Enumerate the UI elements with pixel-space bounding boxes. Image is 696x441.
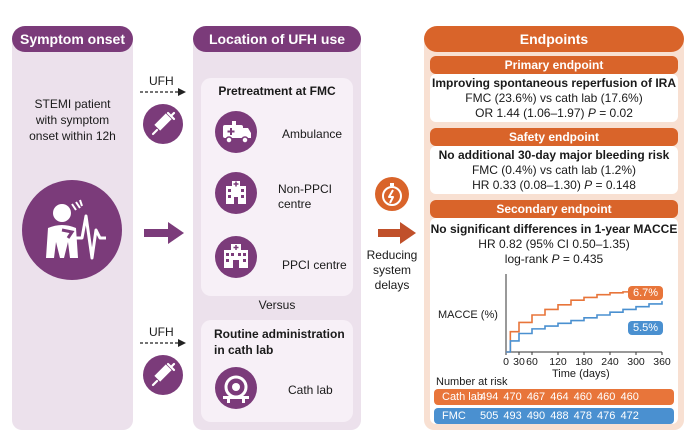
fmc-end-label: 5.5% <box>628 321 664 335</box>
symptom-onset-header: Symptom onset <box>12 26 133 52</box>
ppci-label: PPCI centre <box>282 258 347 272</box>
primary-p-symbol: P <box>587 106 596 120</box>
risk-row-label: FMC <box>442 410 466 422</box>
primary-endpoint-card: Primary endpoint Improving spontaneous r… <box>424 56 684 126</box>
hospital-non-ppci-icon <box>215 172 257 214</box>
x-axis-label-text: Time (days) <box>552 368 610 380</box>
risk-row-cath-lab: Cath lab 494 470 467 464 460 460 460 <box>434 389 674 405</box>
x-tick-label: 180 <box>575 356 593 368</box>
x-tick-label: 0 <box>503 356 509 368</box>
primary-endpoint-title: Primary endpoint <box>430 56 678 74</box>
secondary-endpoint-title: Secondary endpoint <box>430 200 678 218</box>
safety-hr: HR 0.33 (0.08–1.30) <box>472 178 585 192</box>
number-at-risk-label: Number at risk <box>436 376 508 388</box>
syringe-icon-bottom <box>143 355 183 395</box>
ambulance-label: Ambulance <box>282 127 343 141</box>
endpoints-header: Endpoints <box>424 26 684 52</box>
cath-lab-icon <box>215 367 257 409</box>
secondary-line2: HR 0.82 (95% CI 0.50–1.35) <box>478 237 630 251</box>
primary-line2: FMC (23.6%) vs cath lab (17.6%) <box>465 91 643 105</box>
stopwatch-icon <box>375 177 409 211</box>
cath-lab-end-label: 6.7% <box>628 286 664 300</box>
primary-line3: OR 1.44 (1.06–1.97) P = 0.02 <box>424 106 684 121</box>
safety-line3: HR 0.33 (0.08–1.30) P = 0.148 <box>424 178 684 193</box>
non-ppci-label: Non-PPCI centre <box>278 182 333 211</box>
dashed-arrow-top <box>140 88 186 96</box>
risk-row-values: 494 470 467 464 460 460 460 <box>480 391 639 403</box>
stemi-description: STEMI patient with symptom onset within … <box>29 97 116 143</box>
x-tick-label: 360 <box>653 356 671 368</box>
series-line-fmc <box>506 301 663 353</box>
x-tick-label: 60 <box>526 356 538 368</box>
secondary-p-value: = 0.435 <box>559 252 604 266</box>
x-tick-label: 30 <box>513 356 525 368</box>
main-arrow-right <box>378 222 416 244</box>
secondary-line3: log-rank P = 0.435 <box>424 252 684 267</box>
pretreatment-title: Pretreatment at FMC <box>218 84 336 98</box>
secondary-logrank: log-rank <box>504 252 552 266</box>
safety-endpoint-body <box>430 146 678 194</box>
secondary-line1: No significant differences in 1-year MAC… <box>430 222 678 236</box>
x-tick-label: 120 <box>549 356 567 368</box>
ufh-label-top: UFH <box>149 74 174 88</box>
primary-p-value: = 0.02 <box>595 106 633 120</box>
ufh-label-bottom: UFH <box>149 325 174 339</box>
x-tick-label: 240 <box>601 356 619 368</box>
cath-lab-label: Cath lab <box>288 383 333 397</box>
syringe-icon-top <box>143 104 183 144</box>
risk-row-label: Cath lab <box>442 391 483 403</box>
hospital-ppci-icon <box>215 236 257 278</box>
ambulance-icon <box>215 111 257 153</box>
safety-p-value: = 0.148 <box>592 178 636 192</box>
secondary-p-symbol: P <box>551 252 560 266</box>
risk-row-fmc: FMC 505 493 490 488 478 476 472 <box>434 408 674 424</box>
location-header: Location of UFH use <box>193 26 361 52</box>
dashed-arrow-bottom <box>140 339 186 347</box>
routine-title: Routine administration in cath lab <box>214 327 345 357</box>
safety-line2: FMC (0.4%) vs cath lab (1.2%) <box>471 163 637 177</box>
safety-line1: No additional 30-day major bleeding risk <box>438 148 670 162</box>
primary-line1: Improving spontaneous reperfusion of IRA <box>431 76 676 90</box>
main-arrow-left <box>144 222 184 244</box>
y-axis-label: MACCE (%) <box>438 309 498 321</box>
patient-chest-pain-icon <box>22 180 122 280</box>
safety-p-symbol: P <box>584 178 593 192</box>
primary-endpoint-body <box>430 74 678 122</box>
versus-label: Versus <box>258 298 296 312</box>
risk-row-values: 505 493 490 488 478 476 472 <box>480 410 639 422</box>
primary-or: OR 1.44 (1.06–1.97) <box>475 106 588 120</box>
reducing-delays-text: Reducing system delays <box>366 248 418 292</box>
safety-endpoint-card: Safety endpoint No additional 30-day maj… <box>424 128 684 198</box>
safety-endpoint-title: Safety endpoint <box>430 128 678 146</box>
x-tick-label: 300 <box>627 356 645 368</box>
